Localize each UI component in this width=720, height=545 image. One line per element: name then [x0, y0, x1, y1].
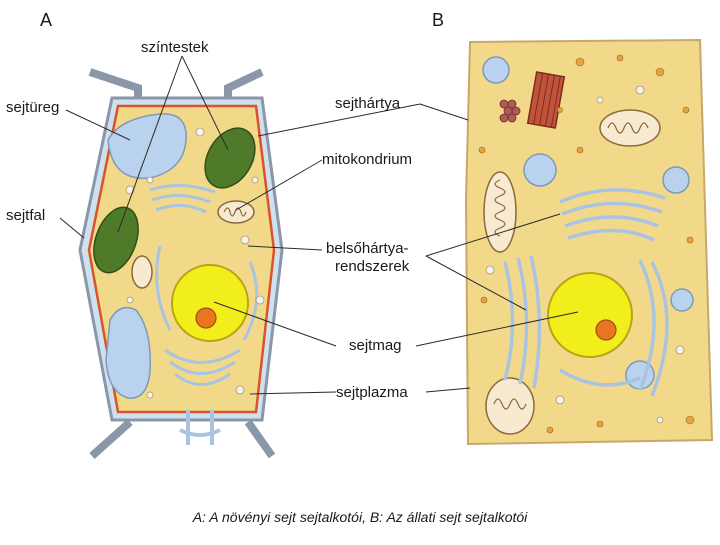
vacuole-bottom	[106, 308, 150, 399]
animal-vacuole-1	[483, 57, 509, 83]
leader-sejtfal	[60, 218, 84, 238]
label-sejtmag: sejtmag	[349, 338, 402, 354]
neighbor-wall-top	[90, 72, 262, 100]
plant-nucleolus	[196, 308, 216, 328]
neighbor-wall-bottom	[92, 422, 272, 456]
label-sejthartya: sejthártya	[335, 96, 400, 112]
animal-cell	[466, 40, 712, 444]
label-belsohartya-1: belsőhártya-	[326, 241, 409, 257]
mitochondrion-plant-2	[132, 256, 152, 288]
panel-label-b: B	[432, 12, 444, 28]
plant-nucleus	[172, 265, 248, 341]
label-sejtfal: sejtfal	[6, 208, 45, 224]
mitochondrion-plant	[218, 201, 254, 223]
animal-mitochondrion-1	[600, 110, 660, 146]
label-belsohartya-2: rendszerek	[335, 259, 409, 275]
label-sejtplazma: sejtplazma	[336, 385, 408, 401]
panel-label-a: A	[40, 12, 52, 28]
plant-cell	[80, 72, 282, 456]
label-sejtureg: sejtüreg	[6, 100, 59, 116]
animal-nucleus	[548, 273, 632, 357]
figure-caption: A: A növényi sejt sejtalkotói, B: Az áll…	[0, 509, 720, 525]
animal-vacuole-2	[524, 154, 556, 186]
animal-mitochondrion-3	[486, 378, 534, 434]
animal-vacuole-5	[671, 289, 693, 311]
animal-nucleolus	[596, 320, 616, 340]
animal-vacuole-3	[663, 167, 689, 193]
label-szintestek: színtestek	[141, 40, 209, 56]
label-mitokondrium: mitokondrium	[322, 152, 412, 168]
